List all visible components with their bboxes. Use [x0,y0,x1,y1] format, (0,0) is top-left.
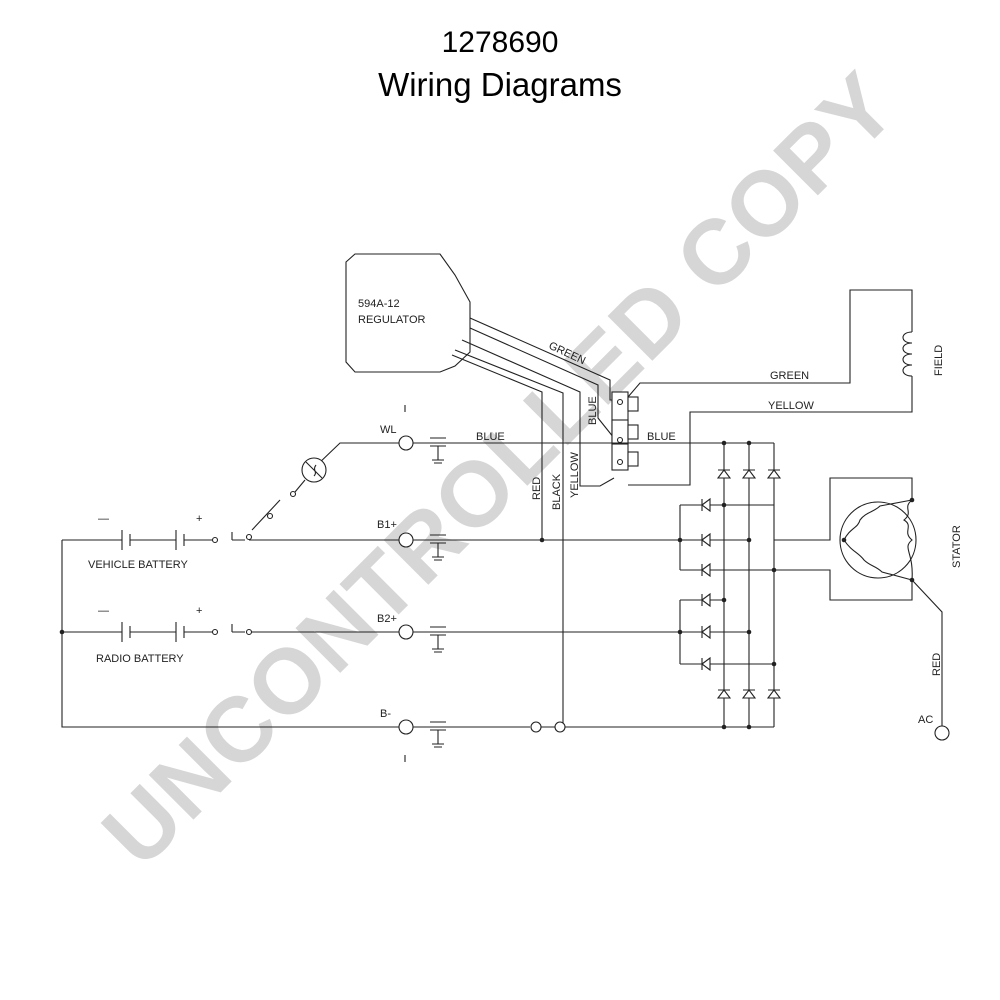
b1-label: B1+ [377,519,397,531]
field-coil [902,331,913,377]
b2-label: B2+ [377,613,397,625]
ac-terminal [934,725,950,741]
wl-wire [315,442,399,467]
regulator-harness [451,317,618,727]
stator-label: STATOR [951,525,963,568]
wire-label-yellow-field: YELLOW [768,400,814,412]
bneg-terminal [398,719,414,735]
wire-label-green-field: GREEN [770,370,809,382]
vehicle-battery [62,530,245,550]
switch-leg [294,479,306,493]
rectifier-junctions [677,502,777,730]
b1-terminal [398,532,414,548]
vehicle-battery-plus: + [196,513,202,525]
regulator-name-label: REGULATOR [358,314,425,326]
wire-label-green: GREEN [547,340,588,367]
regulator-model-label: 594A-12 [358,298,400,310]
connector-block [611,391,639,471]
page-title: Wiring Diagrams [378,66,622,103]
ac-label: AC [918,714,933,726]
green-field-wire [627,289,913,398]
wire-label-blue-conn: BLUE [587,396,599,425]
wire-label-yellow-conn: YELLOW [569,452,581,498]
wire-label-blue-right: BLUE [647,431,676,443]
regulator-body [345,253,471,373]
wire-label-red: RED [531,477,543,500]
rectifier-bridge [679,443,913,727]
vehicle-battery-minus: — [98,513,109,525]
ignition-switch [251,499,281,531]
bneg-label: B- [380,708,391,720]
vehicle-battery-label: VEHICLE BATTERY [88,559,189,571]
diode-set [701,469,782,699]
ground-capacitors [404,405,446,762]
wl-terminal [398,435,414,451]
ac-wire [911,579,943,726]
diagram-part-number: 1278690 [441,26,559,59]
yellow-field-wire [628,376,913,486]
ground-return [61,540,530,728]
wire-label-blue-top: BLUE [476,431,505,443]
radio-battery [62,622,700,642]
wire-label-red-ac: RED [931,653,943,676]
stator-circle [839,501,917,579]
radio-battery-plus: + [196,605,202,617]
field-label: FIELD [933,345,945,376]
wl-label: WL [380,424,397,436]
radio-battery-label: RADIO BATTERY [96,653,184,665]
stator-windings [843,499,913,581]
radio-battery-minus: — [98,605,109,617]
b2-terminal [398,624,414,640]
wire-label-black: BLACK [551,473,563,510]
